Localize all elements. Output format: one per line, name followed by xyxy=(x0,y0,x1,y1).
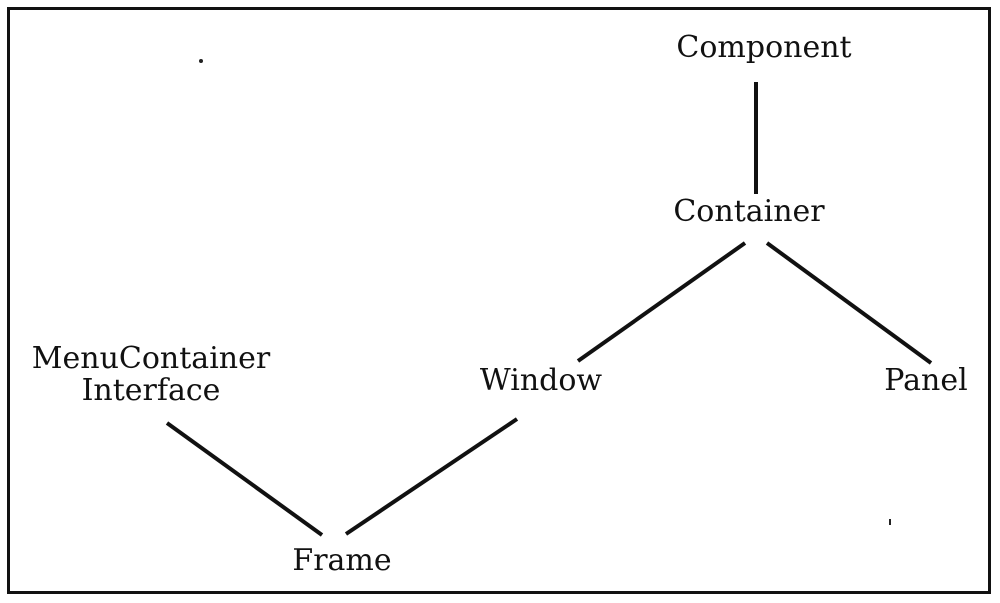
edge-menucontainerinterface-frame xyxy=(165,421,324,537)
node-menu-container-interface-line-1: MenuContainer xyxy=(31,341,271,376)
diagram-border xyxy=(7,7,991,594)
node-component: Component xyxy=(676,31,851,65)
scan-speck xyxy=(199,59,203,63)
node-panel-label: Panel xyxy=(884,363,968,398)
node-menu-container-interface: MenuContainer Interface xyxy=(32,343,270,407)
node-window-label: Window xyxy=(479,363,603,398)
node-component-label: Component xyxy=(676,30,852,65)
node-container-label: Container xyxy=(673,194,825,229)
edge-window-frame xyxy=(344,417,519,536)
scan-speck xyxy=(889,519,891,525)
node-container: Container xyxy=(673,195,824,229)
edge-container-panel xyxy=(765,241,933,365)
edge-container-window xyxy=(576,241,747,363)
node-window: Window xyxy=(480,364,602,398)
node-frame: Frame xyxy=(292,544,391,578)
node-frame-label: Frame xyxy=(292,543,392,578)
node-menu-container-interface-line-2: Interface xyxy=(81,373,221,408)
node-panel: Panel xyxy=(884,364,967,398)
